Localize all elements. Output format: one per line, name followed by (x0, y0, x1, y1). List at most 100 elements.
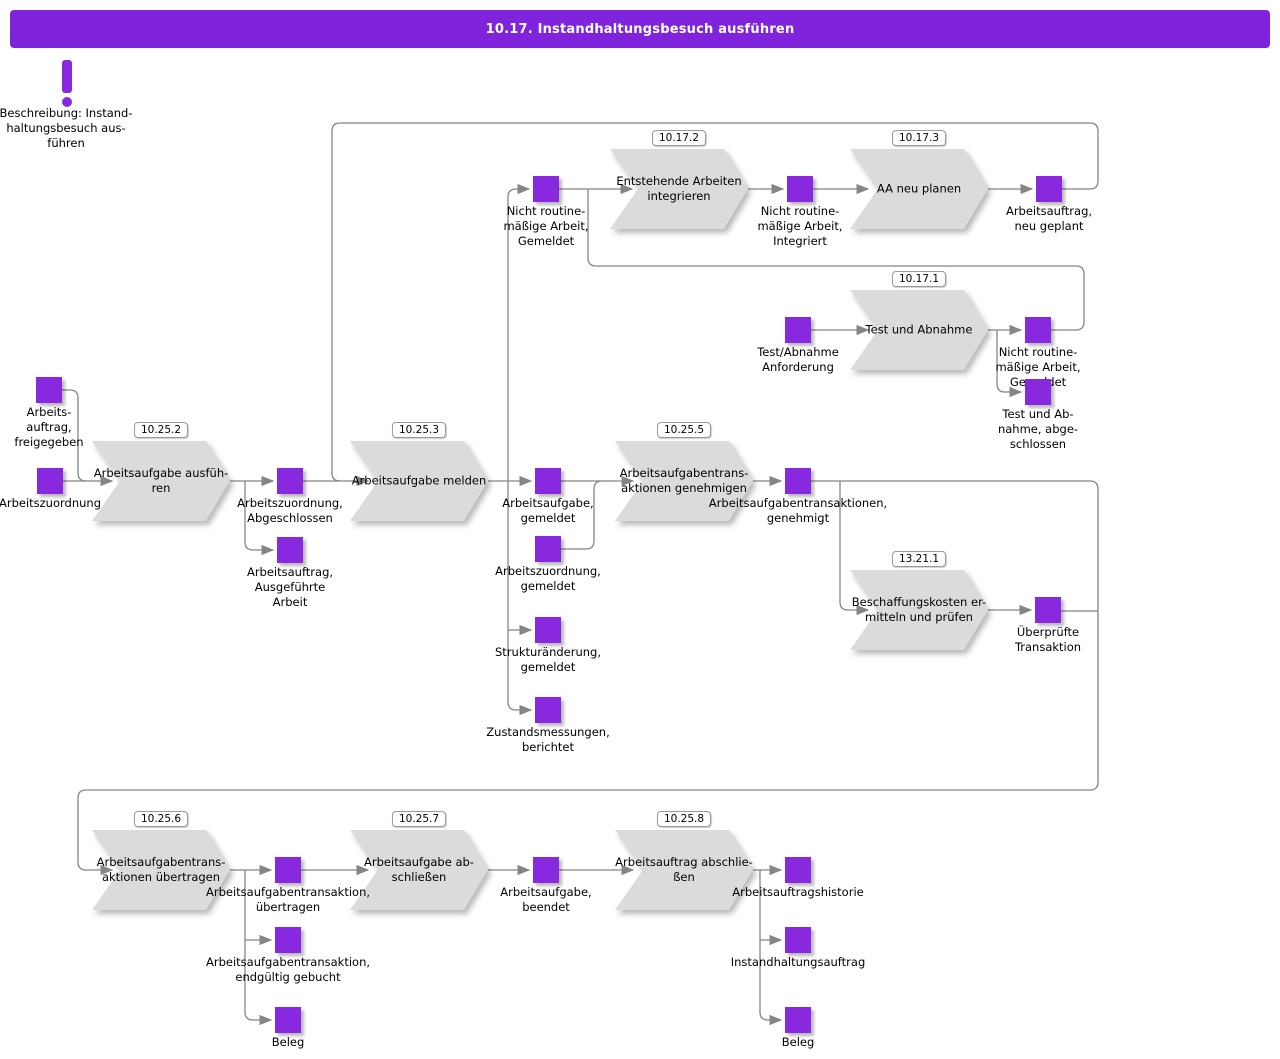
process-badge: 10.17.2 (651, 130, 707, 146)
flow-arrow (759, 870, 783, 1026)
process-label: Arbeitsaufgabe ausfüh- ren (93, 466, 229, 495)
process-badge: 10.25.3 (391, 422, 447, 438)
flow-arrow (507, 481, 533, 716)
event-beleg-2[interactable]: Beleg (782, 1007, 814, 1049)
process-badge: 10.25.5 (656, 422, 712, 438)
process-label: Arbeitsaufgabe melden (351, 473, 487, 488)
event-arbeitszuordnung-gemeldet[interactable]: Arbeitszuordnung, gemeldet (495, 536, 601, 593)
event-icon (535, 468, 561, 494)
event-icon (787, 176, 813, 202)
event-arbeitsauftrag-ausgefuehrte-arbeit[interactable]: Arbeitsauftrag, Ausgeführte Arbeit (247, 537, 333, 609)
process-10-25-5-transaktionen-genehmigen[interactable]: 10.25.5 Arbeitsaufgabentrans- aktionen g… (615, 422, 753, 521)
flow-arrow (244, 481, 275, 556)
event-arbeitsaufgabentransaktionen-genehmigt[interactable]: Arbeitsaufgabentransaktionen, genehmigt (709, 468, 887, 525)
event-label: Nicht routine- mäßige Arbeit, Integriert (757, 204, 843, 248)
event-label: Arbeitsaufgabe, gemeldet (502, 496, 594, 525)
event-label: Arbeitszuordnung (0, 496, 102, 510)
event-arbeitszuordnung[interactable]: Arbeitszuordnung (0, 468, 101, 510)
process-10-25-8-arbeitsauftrag-abschliessen[interactable]: 10.25.8 Arbeitsauftrag abschlie- ßen (615, 811, 753, 910)
event-label: Arbeitsaufgabentransaktion, endgültig ge… (205, 955, 371, 984)
event-label: Beleg (271, 1035, 305, 1049)
title-bar: 10.17. Instandhaltungsbesuch ausführen (10, 10, 1270, 48)
process-10-17-2-entstehende-arbeiten-integrieren[interactable]: 10.17.2 Entstehende Arbeiten integrieren (610, 130, 748, 229)
process-label: Arbeitsauftrag abschlie- ßen (615, 855, 753, 884)
flow-line (331, 122, 1099, 482)
event-arbeitsauftrag-neu-geplant[interactable]: Arbeitsauftrag, neu geplant (1006, 176, 1092, 233)
event-arbeitsaufgabe-beendet[interactable]: Arbeitsaufgabe, beendet (500, 857, 592, 914)
event-label: Arbeits- auftrag, freigegeben (14, 405, 84, 449)
flow-arrow (839, 481, 870, 616)
event-test-abnahme-anforderung[interactable]: Test/Abnahme Anforderung (757, 317, 839, 374)
process-chevron (92, 441, 230, 521)
event-label: Überprüfte Transaktion (1014, 625, 1082, 654)
event-icon (785, 927, 811, 953)
event-icon (535, 536, 561, 562)
event-icon (36, 377, 62, 403)
process-13-21-1-beschaffungskosten-pruefen[interactable]: 13.21.1 Beschaffungskosten er- mitteln u… (850, 551, 988, 650)
event-beleg-1[interactable]: Beleg (272, 1007, 304, 1049)
event-icon (533, 176, 559, 202)
event-test-und-abnahme-abgeschlossen[interactable]: Test und Ab- nahme, abge- schlossen (998, 379, 1078, 451)
process-10-25-2-arbeitsaufgabe-ausfuehren[interactable]: 10.25.2 Arbeitsaufgabe ausfüh- ren (92, 422, 230, 521)
process-badge: 10.25.6 (133, 811, 189, 827)
event-arbeitsaufgabe-gemeldet[interactable]: Arbeitsaufgabe, gemeldet (502, 468, 594, 525)
process-badge: 10.17.3 (891, 130, 947, 146)
event-nicht-routinemaessige-arbeit-integriert[interactable]: Nicht routine- mäßige Arbeit, Integriert (757, 176, 843, 248)
process-label: Arbeitsaufgabentrans- aktionen übertrage… (96, 855, 226, 884)
process-10-17-1-test-und-abnahme[interactable]: 10.17.1 Test und Abnahme (850, 271, 988, 370)
event-icon (533, 857, 559, 883)
event-icon (1035, 597, 1061, 623)
event-label: Arbeitsauftrag, neu geplant (1005, 204, 1093, 233)
event-arbeitsaufgabentransaktion-endgueltig-gebucht[interactable]: Arbeitsaufgabentransaktion, endgültig ge… (206, 927, 370, 984)
event-icon (785, 468, 811, 494)
event-icon (785, 857, 811, 883)
event-label: Arbeitszuordnung, gemeldet (495, 564, 601, 593)
process-10-25-7-arbeitsaufgabe-abschliessen[interactable]: 10.25.7 Arbeitsaufgabe ab- schließen (350, 811, 488, 910)
event-label: Nicht routine- mäßige Arbeit, Gemeldet (503, 204, 589, 248)
flow-arrow (244, 870, 273, 1026)
process-chevron (615, 441, 753, 521)
process-10-17-3-aa-neu-planen[interactable]: 10.17.3 AA neu planen (850, 130, 988, 229)
process-chevron (850, 149, 988, 229)
page-title: 10.17. Instandhaltungsbesuch ausführen (485, 21, 795, 37)
flow-line (62, 389, 87, 482)
process-label: Beschaffungskosten er- mitteln und prüfe… (851, 595, 987, 624)
event-nicht-routinemaessige-arbeit-gemeldet-2[interactable]: Nicht routine- mäßige Arbeit, Gemeldet (995, 317, 1081, 389)
event-icon (275, 857, 301, 883)
process-chevron (850, 290, 988, 370)
event-icon (535, 697, 561, 723)
event-label: Arbeitsaufgabentransaktionen, genehmigt (708, 496, 888, 525)
event-ueberpruefte-transaktion[interactable]: Überprüfte Transaktion (1015, 597, 1081, 654)
process-label: Entstehende Arbeiten integrieren (616, 174, 742, 203)
event-label: Test und Ab- nahme, abge- schlossen (997, 407, 1079, 451)
process-badge: 13.21.1 (891, 551, 947, 567)
event-instandhaltungsauftrag[interactable]: Instandhaltungsauftrag (731, 927, 865, 969)
process-10-25-3-arbeitsaufgabe-melden[interactable]: 10.25.3 Arbeitsaufgabe melden (350, 422, 488, 521)
event-arbeitsaufgabentransaktion-uebertragen[interactable]: Arbeitsaufgabentransaktion, übertragen (206, 857, 370, 914)
event-icon (275, 927, 301, 953)
event-icon (1025, 317, 1051, 343)
event-label: Arbeitsaufgabentransaktion, übertragen (205, 885, 371, 914)
event-arbeitsauftrag-freigegeben[interactable]: Arbeits- auftrag, freigegeben (14, 377, 84, 449)
flow-line (587, 189, 1085, 331)
process-chevron (92, 830, 230, 910)
event-icon (785, 1007, 811, 1033)
process-chevron (850, 570, 988, 650)
process-badge: 10.25.2 (133, 422, 189, 438)
exclamation-icon-dot (62, 97, 72, 107)
flow-arrow (77, 480, 1099, 876)
event-icon (277, 468, 303, 494)
event-arbeitszuordnung-abgeschlossen[interactable]: Arbeitszuordnung, Abgeschlossen (237, 468, 343, 525)
flow-arrow (996, 330, 1023, 398)
process-badge: 10.25.7 (391, 811, 447, 827)
process-label: Arbeitsaufgabentrans- aktionen genehmige… (619, 466, 749, 495)
process-chevron (350, 441, 488, 521)
event-nicht-routinemaessige-arbeit-gemeldet-1[interactable]: Nicht routine- mäßige Arbeit, Gemeldet (503, 176, 589, 248)
event-strukturaenderung-gemeldet[interactable]: Strukturänderung, gemeldet (495, 617, 601, 674)
event-zustandsmessungen-berichtet[interactable]: Zustandsmessungen, berichtet (486, 697, 610, 754)
event-icon (785, 317, 811, 343)
event-arbeitsauftragshistorie[interactable]: Arbeitsauftragshistorie (732, 857, 864, 899)
process-10-25-6-transaktionen-uebertragen[interactable]: 10.25.6 Arbeitsaufgabentrans- aktionen ü… (92, 811, 230, 910)
process-chevron (615, 830, 753, 910)
event-icon (1036, 176, 1062, 202)
